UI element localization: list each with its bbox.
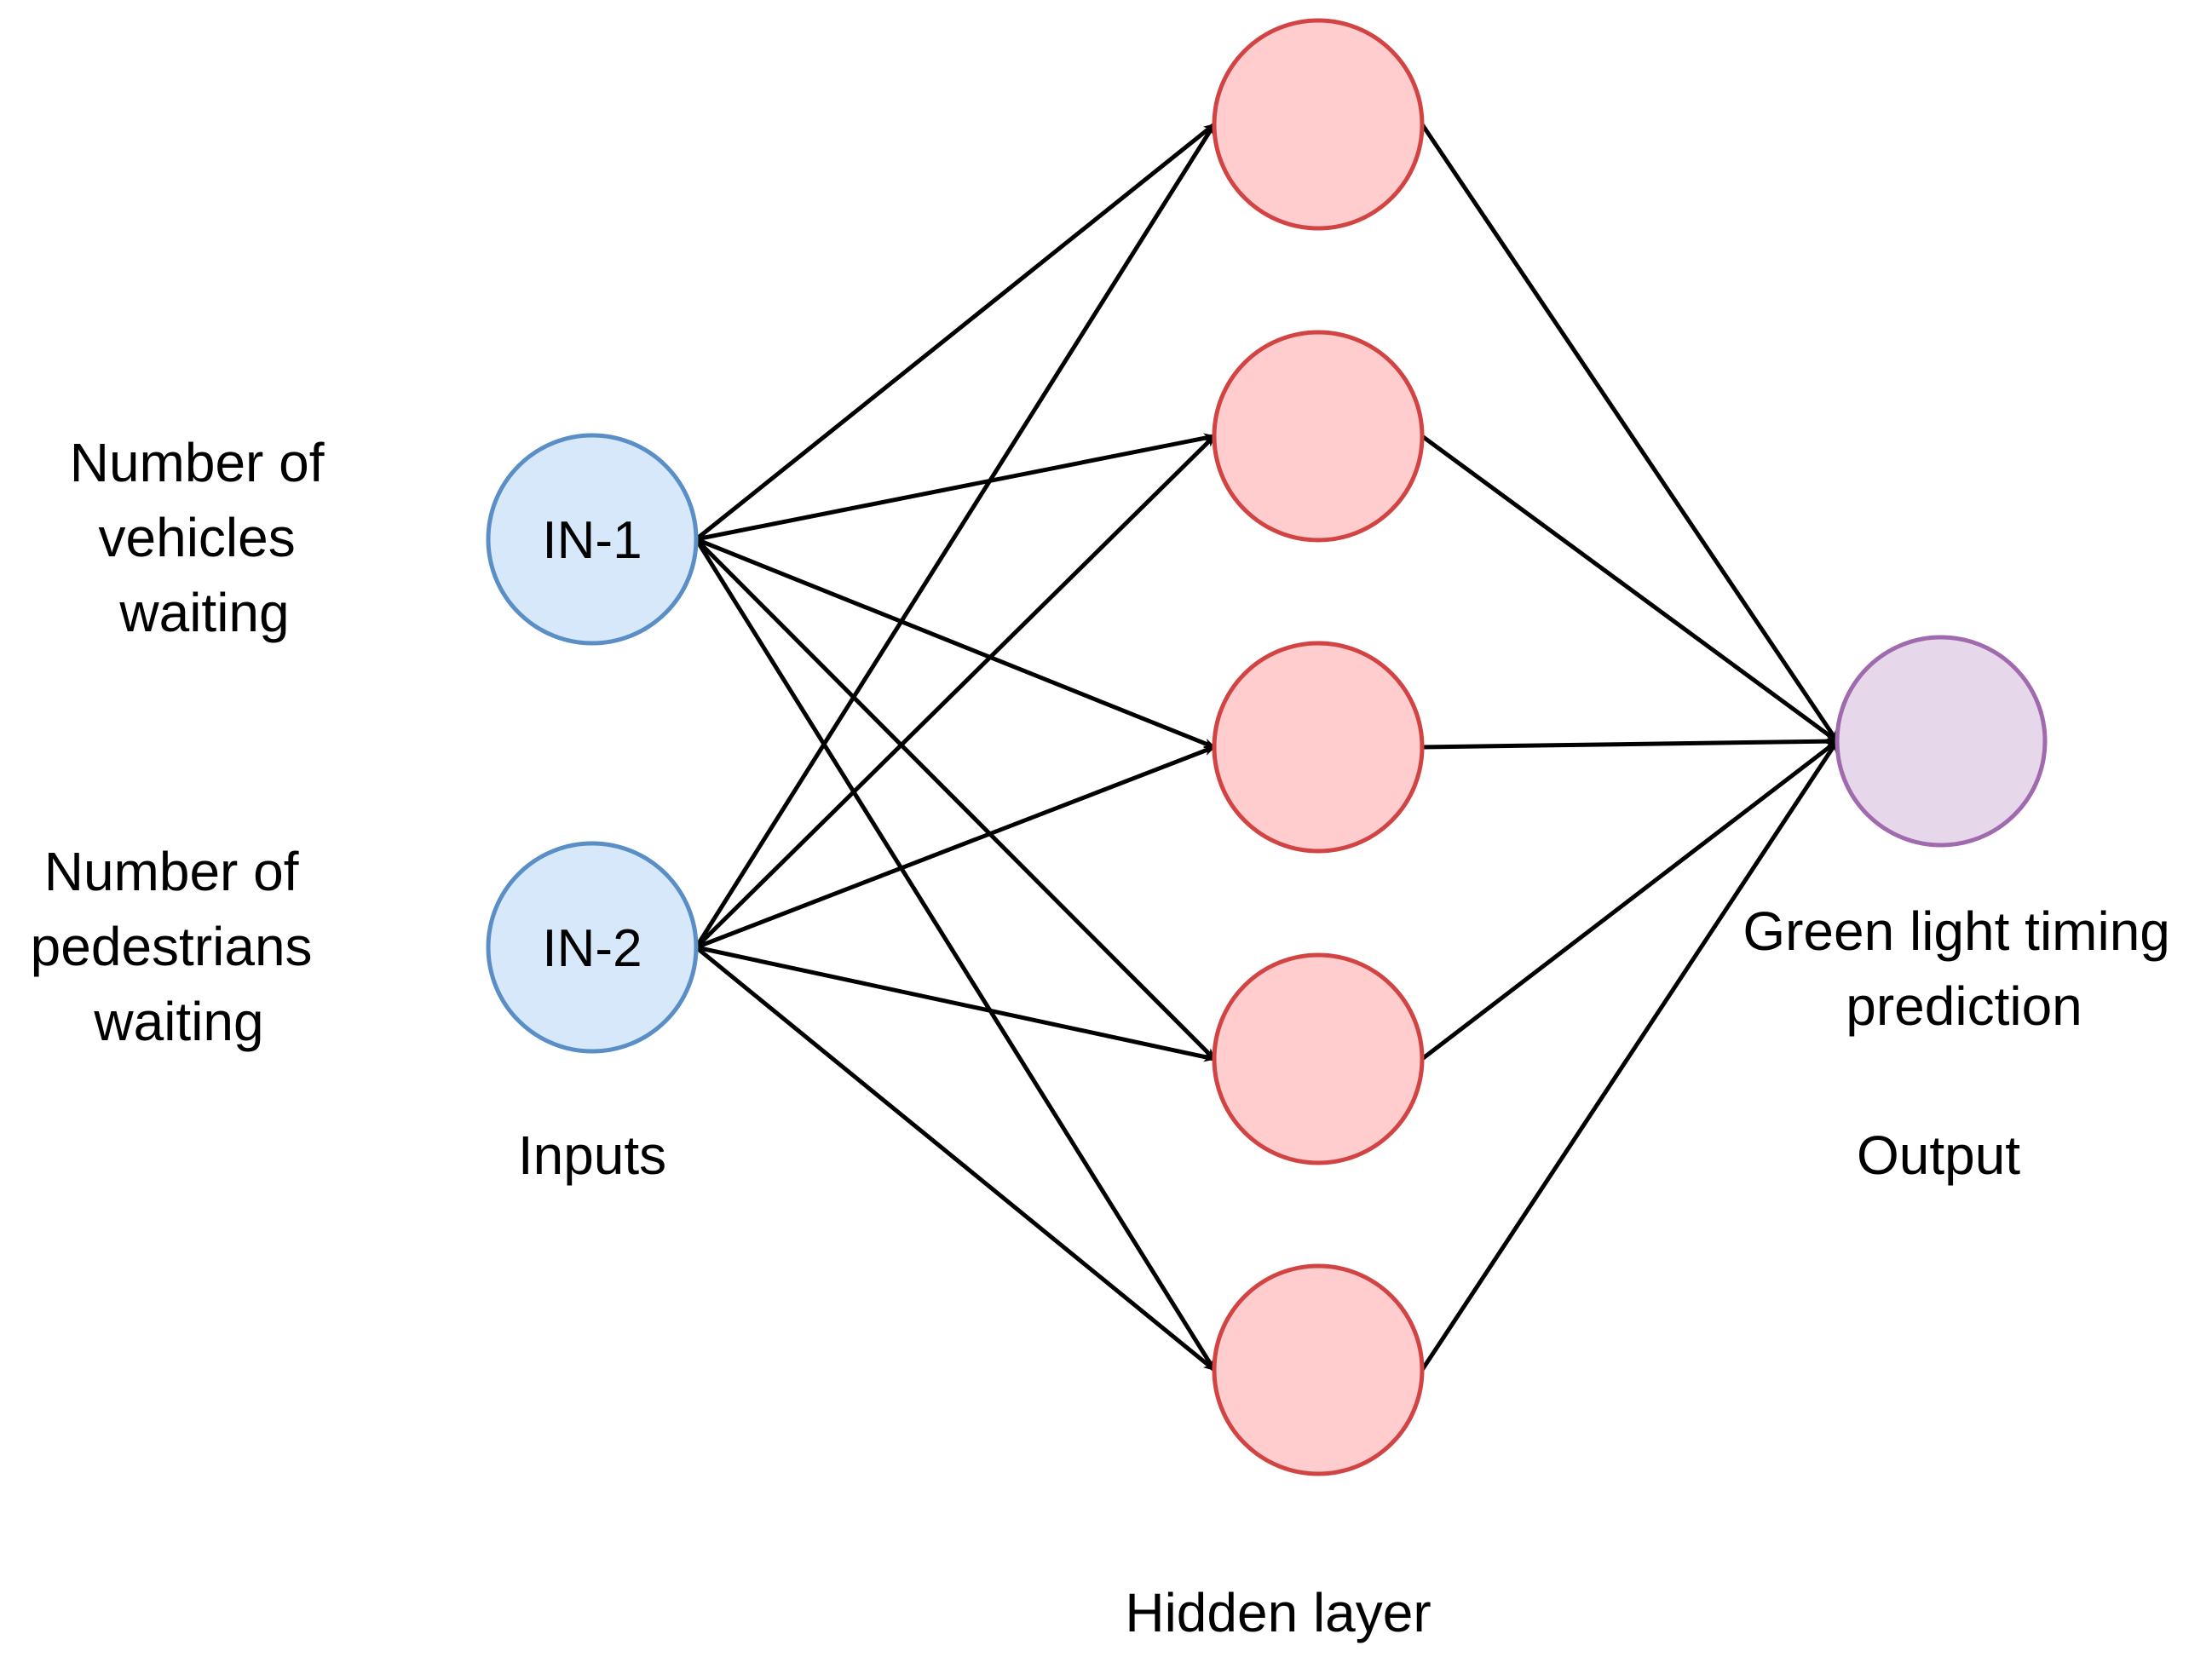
output-node <box>1835 635 2048 848</box>
edge-in-2-to-h3 <box>695 745 1216 950</box>
edge-in-1-to-h1 <box>694 123 1216 541</box>
inputs-layer-label: Inputs <box>518 1125 666 1186</box>
input-node-2-label: IN-2 <box>542 919 642 978</box>
output-description-line: prediction <box>1846 975 2082 1037</box>
edge-h2-to-out <box>1420 434 1839 744</box>
hidden-node-4 <box>1212 952 1425 1165</box>
hidden-node-2 <box>1212 330 1425 543</box>
edge-in-1-to-h3 <box>695 537 1216 750</box>
input-2-description-line: Number of <box>44 841 299 902</box>
output-description-line: Green light timing <box>1743 900 2170 962</box>
edge-in-1-to-h4 <box>694 538 1216 1061</box>
input-2-description-line: pedestrians <box>31 916 313 977</box>
input-node-1 <box>486 433 699 646</box>
input-1-description-line: Number of <box>70 432 325 493</box>
input-1-description-line: waiting <box>118 582 289 643</box>
edge-in-2-to-h4 <box>695 945 1216 1062</box>
edge-h5-to-out <box>1420 739 1840 1372</box>
edge-in-2-to-h2 <box>694 434 1216 949</box>
edge-h4-to-out <box>1420 739 1839 1061</box>
edge-h3-to-out <box>1421 736 1839 750</box>
edge-in-1-to-h5 <box>694 538 1217 1372</box>
nodes: IN-1IN-2 <box>486 18 2048 1476</box>
input-2-description: Number of pedestrians waiting <box>31 841 328 1052</box>
edge-h1-to-out <box>1420 123 1840 743</box>
input-node-2 <box>486 841 699 1054</box>
edge-in-2-to-h1 <box>694 123 1217 949</box>
input-1-description: Number of vehicles waiting <box>70 432 340 643</box>
input-1-description-line: vehicles <box>99 507 296 568</box>
edge-in-1-to-h2 <box>695 433 1216 542</box>
hidden-node-3 <box>1212 641 1425 854</box>
output-description: Green light timing prediction <box>1743 900 2185 1037</box>
edge-in-2-to-h5 <box>694 946 1216 1372</box>
connections <box>694 123 1840 1372</box>
hidden-node-1 <box>1212 18 1425 231</box>
hidden-node-5 <box>1212 1263 1425 1476</box>
hidden-layer-label: Hidden layer <box>1125 1582 1431 1643</box>
input-node-1-label: IN-1 <box>542 511 642 570</box>
input-2-description-line: waiting <box>93 991 263 1052</box>
output-layer-label: Output <box>1857 1125 2020 1186</box>
